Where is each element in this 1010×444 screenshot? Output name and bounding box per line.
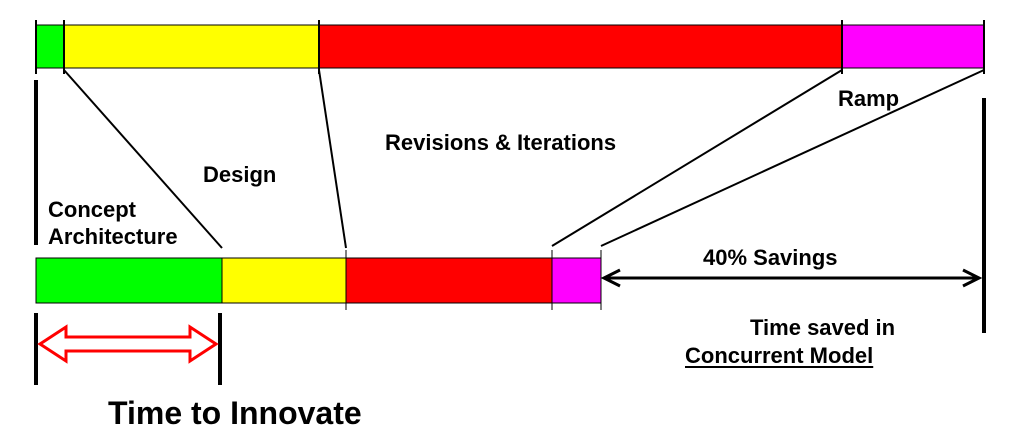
concept-architecture-label: Concept Architecture — [48, 196, 178, 250]
concurrent-revisions-segment — [345, 257, 553, 304]
time-to-innovate-label: Time to Innovate — [108, 395, 362, 431]
sequential-concept-segment — [35, 24, 65, 69]
sequential-revisions-segment — [318, 24, 843, 69]
revisions-iterations-label: Revisions & Iterations — [385, 130, 617, 155]
innovate-double-arrow-icon — [37, 324, 219, 364]
sequential-timeline-bar — [35, 20, 985, 74]
savings-arrow-icon — [600, 268, 983, 288]
time-saved-label: Time saved in — [750, 315, 896, 340]
ramp-end-mapping-line — [600, 69, 985, 247]
concurrent-model-label: Concurrent Model — [685, 343, 874, 368]
concurrent-design-segment — [221, 257, 347, 304]
revisions-start-mapping-line — [318, 69, 347, 249]
concurrent-ramp-segment — [551, 257, 602, 304]
concurrent-timeline-bar — [35, 250, 602, 310]
ramp-start-mapping-line — [551, 69, 843, 247]
concept-label-line1: Concept — [48, 197, 136, 222]
concurrent-concept-segment — [35, 257, 223, 304]
concept-label-line2: Architecture — [48, 224, 178, 249]
savings-label: 40% Savings — [703, 245, 838, 270]
design-label: Design — [203, 162, 277, 187]
design-start-mapping-line — [63, 69, 223, 249]
sequential-ramp-segment — [841, 24, 985, 69]
ramp-label: Ramp — [838, 86, 900, 111]
sequential-design-segment — [63, 24, 320, 69]
